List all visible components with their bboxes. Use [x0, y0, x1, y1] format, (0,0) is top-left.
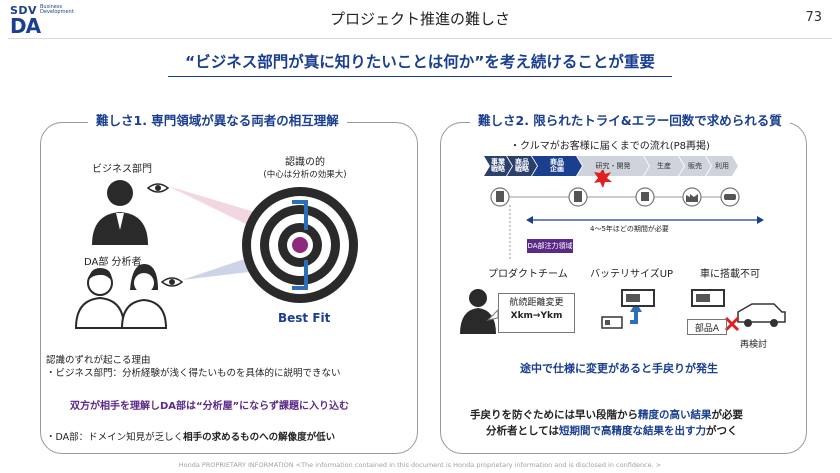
conclusion-2-highlight: 短期間で高精度な結果を出す力 — [558, 425, 706, 437]
cannot-mount-x-icon — [724, 316, 740, 332]
right-panel — [440, 122, 807, 454]
stage-usage: 利用 — [706, 156, 738, 176]
conclusion-2-a: 分析者としては — [486, 425, 559, 437]
recheck-label: 再検討 — [740, 340, 768, 350]
target-label: 認識の的 (中心は分析の効果大) — [255, 157, 355, 181]
conclusion-line-1: 手戻りを防ぐためには早い段階から精度の高い結果が必要 — [470, 407, 743, 422]
period-label: 4～5年ほどの期間が必要 — [590, 225, 669, 233]
conclusion-1-c: が必要 — [711, 409, 744, 421]
spec-change-box: 航続距離変更 Xkm→Ykm — [498, 293, 575, 333]
large-battery-icon — [621, 289, 655, 307]
stage-sales: 販売 — [679, 156, 711, 176]
cause-da: ・DA部：ドメイン知見が乏しく相手の求めるものへの解像度が低い — [46, 429, 335, 443]
target-icon — [242, 187, 358, 303]
left-panel-title: 難しさ1. 専門領域が異なる両者の相互理解 — [88, 110, 347, 129]
logo-da-text: DA — [10, 14, 41, 38]
conclusion-2-c: がつく — [705, 425, 738, 437]
car-icon — [720, 187, 740, 207]
stage-rnd: 研究・開発 — [577, 156, 649, 176]
battery-up-label: バッテリサイズUP — [590, 269, 674, 280]
right-panel-title: 難しさ2. 限られたトライ&エラー回数で求められる質 — [470, 110, 790, 129]
mounted-battery-icon — [691, 289, 725, 307]
target-label-sub: (中心は分析の効果大) — [263, 170, 347, 180]
cause-da-prefix: ・DA部：ドメイン知見が乏しく — [46, 432, 184, 443]
flow-label: ・クルマがお客様に届くまでの流れ(P8再掲) — [510, 141, 710, 152]
headline: “ビジネス部門が真に知りたいことは何か”を考え続けることが重要 — [185, 53, 655, 71]
right-illustration — [460, 170, 786, 334]
cannot-mount-label: 車に搭載不可 — [700, 269, 760, 280]
business-label: ビジネス部門 — [92, 164, 152, 175]
stage-product-planning: 商品企画 — [532, 156, 582, 176]
business-eye-icon — [146, 183, 170, 193]
building-icon — [490, 187, 510, 207]
business-person-icon — [92, 180, 148, 245]
page-title: プロジェクト推進の難しさ — [329, 10, 510, 28]
upgrade-arrow — [630, 310, 638, 324]
conclusion-1-highlight: 精度の高い結果 — [638, 409, 712, 421]
office-icon — [568, 187, 588, 207]
page-number: 73 — [805, 10, 822, 25]
small-battery-icon — [601, 316, 623, 329]
male-analyst-icon — [74, 268, 126, 329]
spec-change-value: Xkm→Ykm — [510, 311, 563, 321]
sdv-da-logo: SDV Business Development DA — [10, 4, 80, 38]
da-label: DA部 分析者 — [84, 257, 142, 268]
target-label-main: 認識の的 — [285, 157, 325, 168]
female-analyst-icon — [120, 264, 168, 329]
mutual-understanding-text: 双方が相手を理解しDA部は“分析屋”にならず課題に入り込む — [70, 401, 349, 412]
left-illustration — [74, 180, 358, 329]
spec-change-title: 航続距離変更 — [509, 298, 564, 308]
analyst-eye-icon — [160, 277, 184, 287]
business-range-bracket — [292, 200, 308, 230]
stage-product-strategy: 商品戦略 — [507, 156, 537, 176]
period-arrow — [526, 216, 764, 224]
rework-statement: 途中で仕様に変更があると手戻りが発生 — [520, 362, 718, 375]
lab-icon — [635, 187, 655, 207]
confidentiality-footer: Honda PROPRIETARY INFORMATION <The infor… — [178, 461, 662, 469]
conclusion-1-a: 手戻りを防ぐためには早い段階から — [470, 409, 638, 421]
logo-sub-text: Business Development — [40, 4, 74, 15]
stage-production: 生産 — [644, 156, 684, 176]
cause-da-bold: 相手の求めるものへの解像度が低い — [183, 432, 336, 443]
da-focus-badge: DA部注力領域 — [527, 239, 573, 253]
stage-business-strategy: 事業戦略 — [484, 156, 512, 176]
factory-icon — [682, 187, 702, 207]
analyst-range-bracket — [292, 260, 308, 290]
headline-underline — [168, 76, 672, 77]
product-team-label: プロダクトチーム — [488, 269, 568, 280]
conclusion-line-2: 分析者としては短期間で高精度な結果を出す力がつく — [486, 423, 737, 438]
cause-business: ・ビジネス部門：分析経験が浅く得たいものを具体的に説明できない — [46, 368, 341, 379]
vehicle-icon — [737, 303, 786, 327]
logo-sdv-text: SDV — [10, 4, 38, 17]
title-divider — [8, 38, 832, 39]
best-fit-label: Best Fit — [278, 311, 331, 325]
part-a-box: 部品A — [687, 319, 727, 335]
team-person-icon — [460, 289, 496, 334]
cause-heading: 認識のずれが起こる理由 — [46, 355, 151, 366]
issue-burst-icon — [594, 170, 612, 188]
